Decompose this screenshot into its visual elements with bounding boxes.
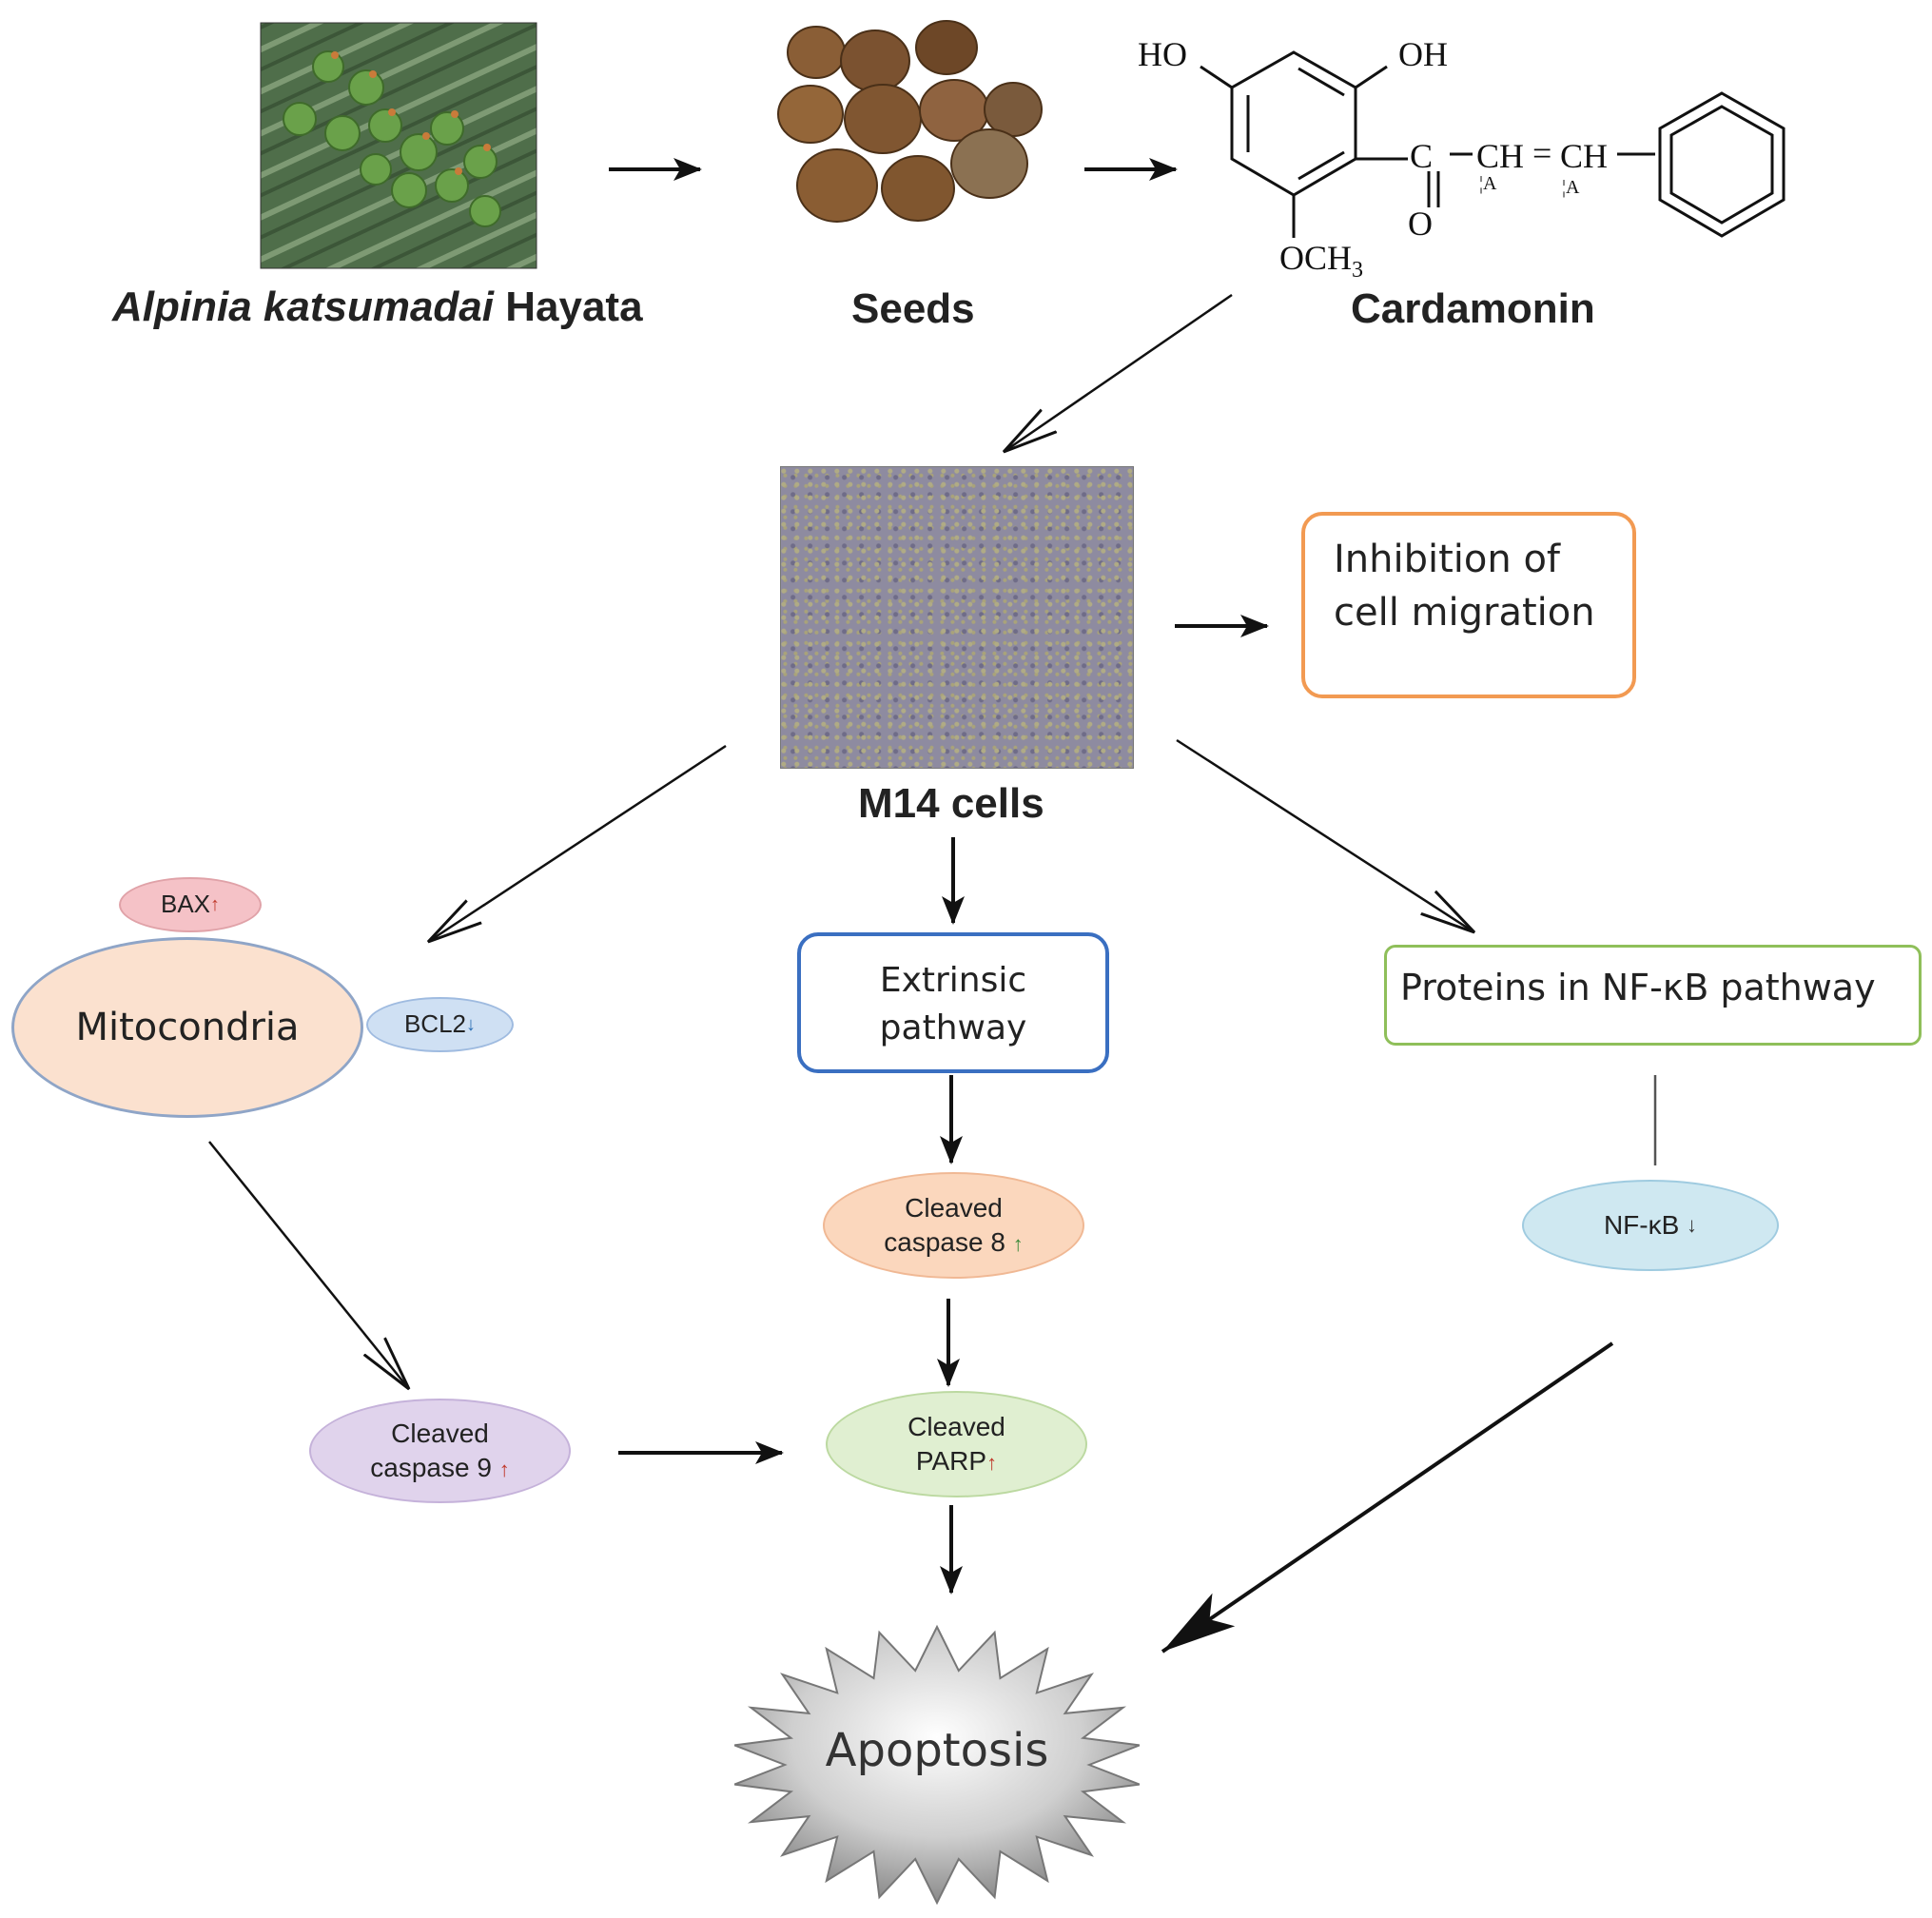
arrow-compound-to-cells <box>1004 293 1233 452</box>
nfkb-label: NF-κB <box>1603 1209 1680 1240</box>
plant-label-italic: Alpinia katsumadai <box>112 284 495 330</box>
compound-label: Cardamonin <box>1351 285 1595 332</box>
casp9-up-arrow: ↑ <box>498 1458 510 1481</box>
parp-up-arrow: ↑ <box>986 1451 998 1475</box>
och3-label: OCH3 <box>1279 238 1363 284</box>
migration-text: Inhibition of cell migration <box>1334 538 1595 635</box>
bax-label: BAX <box>160 890 211 919</box>
carbonyl-o-label: O <box>1408 205 1433 243</box>
parp-ellipse: Cleaved PARP↑ <box>826 1391 1087 1497</box>
arrow-mito-to-casp9 <box>208 1141 409 1389</box>
carbonyl-c-label: C <box>1410 137 1434 175</box>
artifact-label-1: ¦A <box>1479 173 1497 194</box>
nfkb-box: Proteins in NF-κB pathway <box>1384 945 1922 1046</box>
ch1-label: CH <box>1476 137 1525 175</box>
ho-label: HO <box>1138 35 1187 73</box>
nfkb-down-arrow: ↓ <box>1687 1212 1698 1237</box>
mito-label: Mitocondria <box>75 1006 300 1049</box>
casp8-text-wrap: Cleaved caspase 8 ↑ <box>873 1191 1035 1261</box>
mito-ellipse: Mitocondria <box>11 937 363 1118</box>
arrow-cells-to-mito <box>428 744 727 942</box>
apoptosis-burst <box>733 1624 1141 1906</box>
seeds-label: Seeds <box>851 285 975 332</box>
nfkb-box-text: Proteins in NF-κB pathway <box>1400 967 1876 1008</box>
bcl2-down-arrow: ↓ <box>466 1014 477 1035</box>
ch2-label: CH <box>1560 137 1609 175</box>
artifact-label-2: ¦A <box>1562 177 1580 198</box>
bcl2-label: BCL2 <box>403 1009 467 1039</box>
migration-box: Inhibition of cell migration <box>1301 512 1636 698</box>
cardamonin-structure <box>1200 50 1786 238</box>
apoptosis-label: Apoptosis <box>825 1724 1049 1777</box>
cells-label: M14 cells <box>858 780 1044 827</box>
bcl2-ellipse: BCL2↓ <box>366 997 514 1052</box>
bax-ellipse: BAX↑ <box>119 877 262 932</box>
parp-label: Cleaved PARP <box>907 1411 1005 1476</box>
plant-label-rest: Hayata <box>494 284 643 330</box>
double-bond-label: = <box>1532 134 1552 172</box>
casp8-label: Cleaved caspase 8 <box>884 1192 1005 1257</box>
casp9-text-wrap: Cleaved caspase 9 ↑ <box>360 1417 521 1486</box>
plant-label: Alpinia katsumadai Hayata <box>112 284 643 331</box>
nfkb-ellipse: NF-κB ↓ <box>1522 1180 1779 1271</box>
cells-image <box>780 466 1134 769</box>
parp-text-wrap: Cleaved PARP↑ <box>895 1410 1019 1479</box>
seeds-photo <box>777 20 1043 223</box>
casp9-ellipse: Cleaved caspase 9 ↑ <box>309 1399 571 1503</box>
och3-text: OCH <box>1279 239 1353 277</box>
oh-label: OH <box>1398 35 1448 73</box>
extrinsic-text: Extrinsic pathway <box>879 961 1027 1047</box>
extrinsic-box: Extrinsic pathway <box>797 932 1109 1073</box>
arrow-nfkb-to-apoptosis <box>1161 1341 1614 1654</box>
och3-subscript: 3 <box>1352 258 1364 284</box>
bax-up-arrow: ↑ <box>210 894 221 915</box>
arrow-cells-to-nfkb <box>1176 738 1474 932</box>
casp8-ellipse: Cleaved caspase 8 ↑ <box>823 1172 1084 1279</box>
casp8-up-arrow: ↑ <box>1012 1232 1024 1256</box>
casp9-label: Cleaved caspase 9 <box>370 1418 492 1482</box>
plant-photo <box>260 22 537 269</box>
